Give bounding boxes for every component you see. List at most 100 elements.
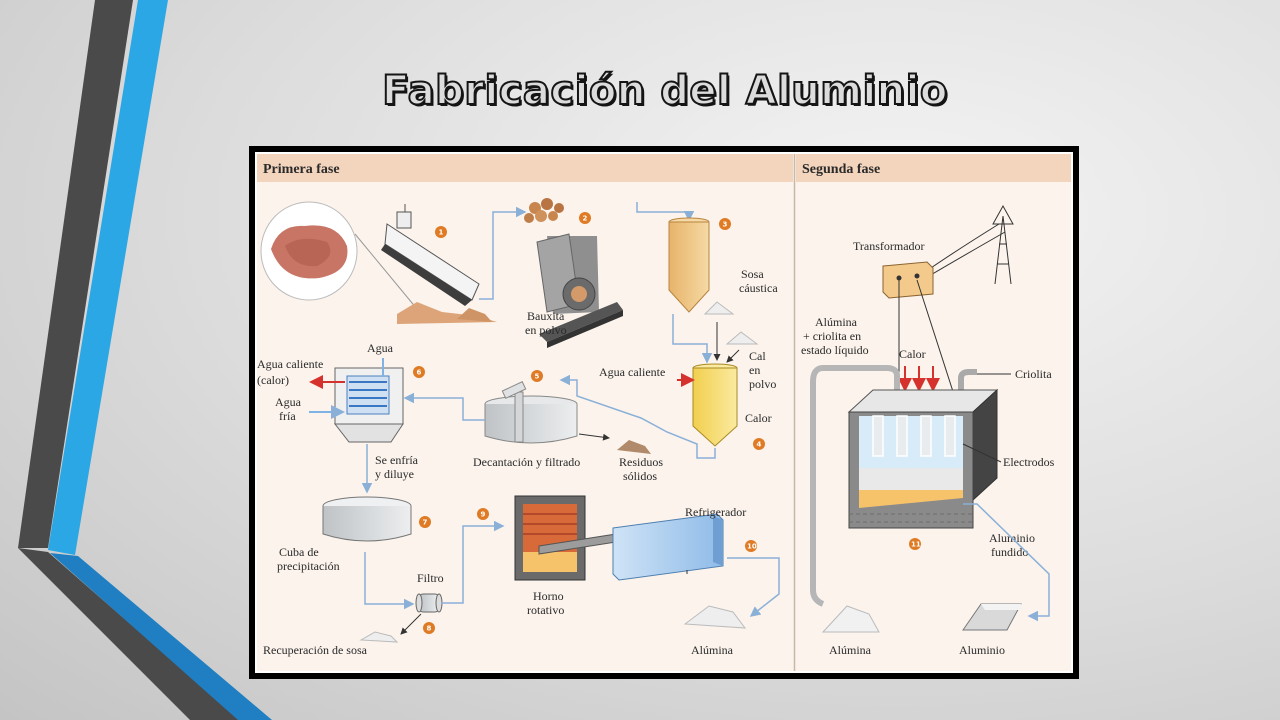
label-agua-caliente-4: Agua caliente [599, 365, 665, 379]
label-agua-fria-1: Agua [275, 395, 302, 409]
label-transformador: Transformador [853, 239, 925, 253]
step-3-number: 3 [723, 221, 728, 229]
alumina-pile-phase2 [821, 605, 880, 633]
cable-right [916, 279, 958, 405]
label-aluminio-fundido-2: fundido [991, 545, 1028, 559]
bauxite-ore-illustration [260, 201, 418, 310]
label-aluminio: Aluminio [959, 643, 1005, 657]
filter-illustration [359, 593, 443, 643]
label-recuperacion: Recuperación de sosa [263, 643, 368, 657]
step-5-circle [531, 370, 543, 382]
cargo-ship-illustration [381, 204, 497, 324]
label-alumina-criolita-1: Alúmina [815, 315, 858, 329]
caustic-tank-illustration [668, 217, 735, 315]
transformer-illustration [882, 261, 934, 299]
diagram-frame: Primera fase Segunda fase 1 [249, 146, 1079, 679]
digester-illustration [692, 331, 759, 447]
label-sosa-1: Sosa [741, 267, 764, 281]
label-se-enfria-2: y diluye [375, 467, 414, 481]
label-residuos-2: sólidos [623, 469, 657, 483]
label-cuba-1: Cuba de [279, 545, 319, 559]
label-agua-caliente-6b: (calor) [257, 373, 289, 387]
phase2-title: Segunda fase [802, 162, 880, 177]
heat-exchanger-illustration [333, 358, 404, 443]
step-8-circle [423, 622, 435, 634]
label-criolita: Criolita [1015, 367, 1052, 381]
step-2-circle [579, 212, 591, 224]
label-cal-1: Cal [749, 349, 766, 363]
flow-crusher-to-tank [636, 202, 695, 222]
aluminium-ingot-illustration [962, 603, 1023, 631]
alumina-pipe [810, 365, 900, 607]
rotary-kiln-illustration [514, 495, 630, 581]
flow-cell-to-aluminium [963, 503, 1050, 622]
label-alumina-2: Alúmina [829, 643, 872, 657]
step-10-number: 10 [747, 543, 757, 551]
step-6-number: 6 [417, 369, 422, 377]
flow-tank-to-digester [672, 314, 713, 364]
label-cal-2: en [749, 363, 760, 377]
label-cal-3: polvo [749, 377, 776, 391]
decanter-illustration [484, 381, 651, 454]
diagram-panel: Primera fase Segunda fase 1 [255, 152, 1073, 673]
phase1-title: Primera fase [263, 162, 340, 177]
flow-ship-to-crusher [479, 206, 527, 300]
label-refrigerador: Refrigerador [685, 505, 746, 519]
electrodes-line [962, 443, 1002, 463]
step-4-circle [753, 438, 765, 450]
flow-digester-to-decanter [559, 374, 716, 459]
phase2-header-bar [796, 154, 1071, 182]
cooler-illustration [612, 513, 747, 629]
label-cuba-2: precipitación [277, 559, 340, 573]
label-agua-fria-2: fría [279, 409, 296, 423]
label-alumina-criolita-2: + criolita en [803, 329, 861, 343]
flow-decanter-to-exchanger [403, 392, 485, 421]
label-residuos-1: Residuos [619, 455, 663, 469]
step-4-number: 4 [757, 441, 762, 449]
label-filtro: Filtro [417, 571, 444, 585]
phase1-header-bar [257, 154, 793, 182]
stripe-dark [18, 0, 133, 548]
precipitation-tank-illustration [322, 496, 412, 542]
step-1-circle [435, 226, 447, 238]
step-6-circle [413, 366, 425, 378]
step-5-number: 5 [535, 373, 540, 381]
step-3-circle [719, 218, 731, 230]
step-1-number: 1 [439, 229, 444, 237]
label-alumina-1: Alúmina [691, 643, 734, 657]
label-alumina-criolita-3: estado líquido [801, 343, 869, 357]
electrolytic-cell-illustration [847, 388, 999, 529]
label-calor-11: Calor [899, 347, 926, 361]
residue-outlet [578, 433, 610, 441]
flow-cuba-to-filter [364, 552, 415, 610]
label-sosa-2: cáustica [739, 281, 778, 295]
label-horno-1: Horno [533, 589, 564, 603]
step-8-number: 8 [427, 625, 432, 633]
label-decantacion: Decantación y filtrado [473, 455, 580, 469]
lime-feed-line [726, 349, 740, 363]
step-7-circle [419, 516, 431, 528]
aluminium-process-diagram: Primera fase Segunda fase 1 [257, 154, 1071, 671]
stripe-blue [48, 0, 168, 555]
stripe-dark-bottom [18, 548, 240, 720]
stripe-blue-bottom [50, 553, 272, 720]
step-9-circle [477, 508, 489, 520]
step-11-circle [909, 538, 921, 550]
label-bauxita-2: en polvo [525, 323, 567, 337]
flow-cooler-to-alumina [727, 557, 780, 617]
step-11-number: 11 [911, 541, 921, 549]
label-se-enfria-1: Se enfría [375, 453, 419, 467]
label-electrodos: Electrodos [1003, 455, 1055, 469]
step-10-circle [745, 540, 757, 552]
soda-recovery-line [400, 613, 422, 635]
label-calor-4: Calor [745, 411, 772, 425]
flow-filter-to-kiln [441, 520, 505, 604]
step-9-number: 9 [481, 511, 486, 519]
power-tower-illustration [924, 204, 1014, 285]
label-agua-caliente-6a: Agua caliente [257, 357, 323, 371]
label-agua: Agua [367, 341, 394, 355]
slide-title: Fabricación del Aluminio [381, 67, 948, 115]
crusher-illustration [524, 198, 623, 348]
label-horno-2: rotativo [527, 603, 564, 617]
